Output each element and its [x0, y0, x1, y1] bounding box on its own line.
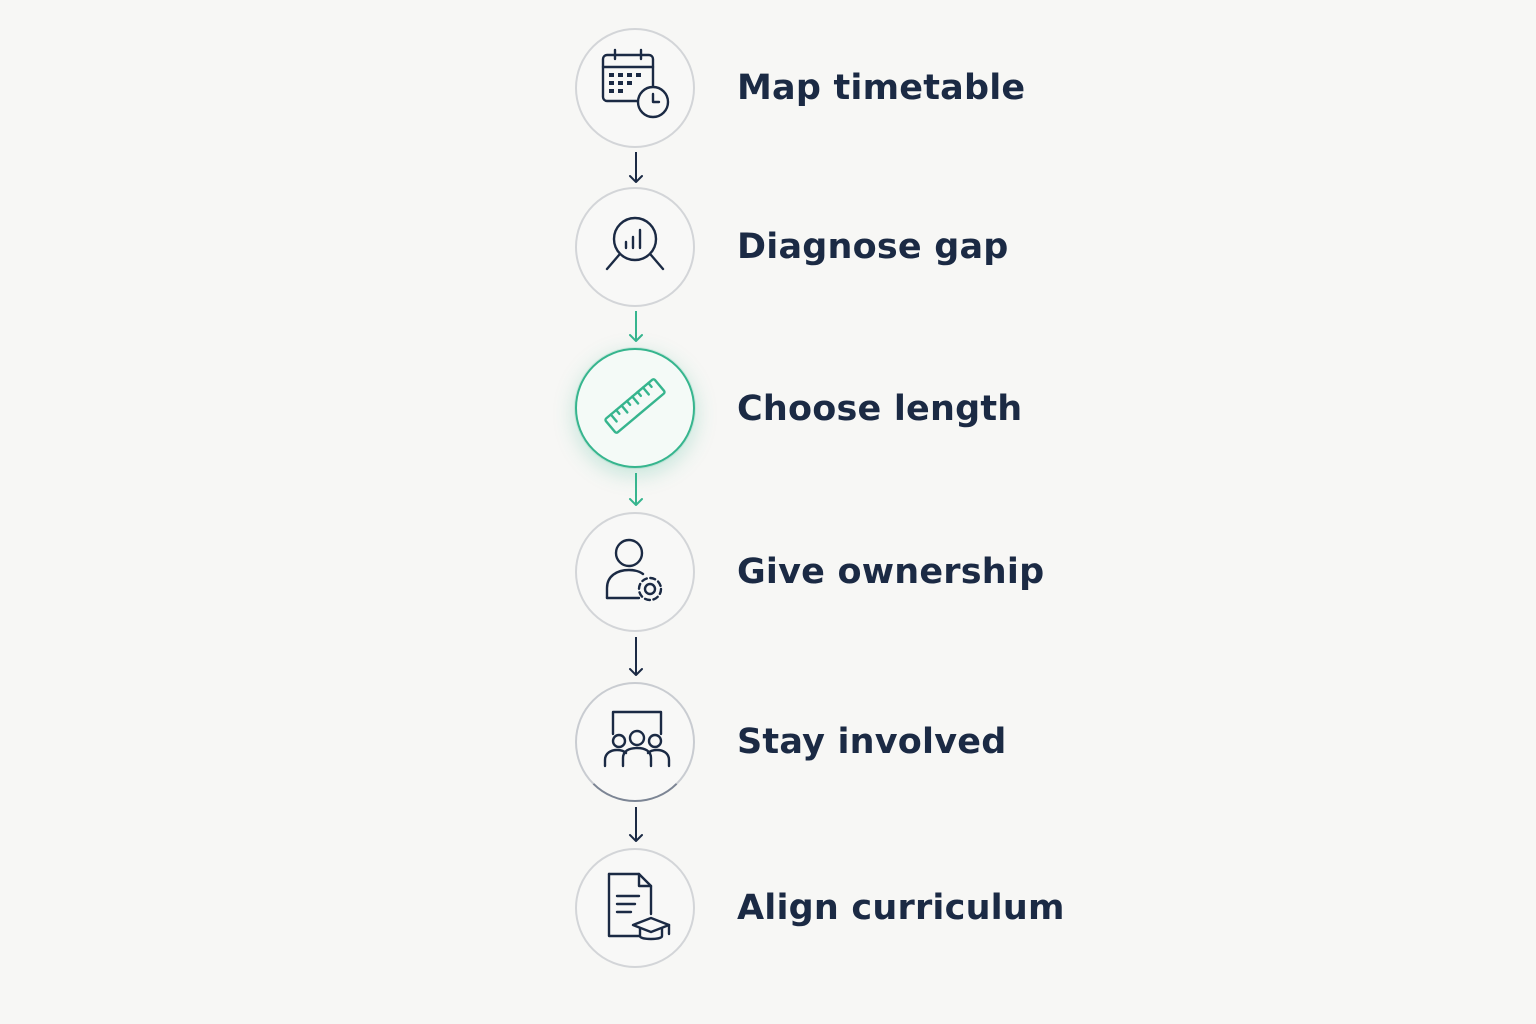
step-node-align-curriculum [575, 848, 695, 968]
connector-arrow-1 [629, 152, 643, 183]
step-label-align-curriculum: Align curriculum [737, 888, 1065, 928]
step-label-choose-length: Choose length [737, 389, 1023, 429]
connector-arrow-2 [629, 311, 643, 342]
step-node-diagnose-gap [575, 187, 695, 307]
connector-arrow-3 [629, 473, 643, 506]
step-label-give-ownership: Give ownership [737, 552, 1045, 592]
connector-arrow-5 [629, 807, 643, 842]
ruler-icon [593, 364, 677, 452]
user-gear-icon [593, 528, 677, 616]
step-label-stay-involved: Stay involved [737, 722, 1007, 762]
document-graduation-icon [593, 864, 677, 952]
step-label-map-timetable: Map timetable [737, 68, 1026, 108]
step-node-give-ownership [575, 512, 695, 632]
step-label-diagnose-gap: Diagnose gap [737, 227, 1009, 267]
connector-arrow-4 [629, 637, 643, 676]
step-node-map-timetable [575, 28, 695, 148]
calendar-clock-icon [593, 44, 677, 132]
group-board-icon [593, 698, 677, 786]
step-node-stay-involved [575, 682, 695, 802]
step-node-choose-length [575, 348, 695, 468]
magnifier-chart-icon [593, 203, 677, 291]
